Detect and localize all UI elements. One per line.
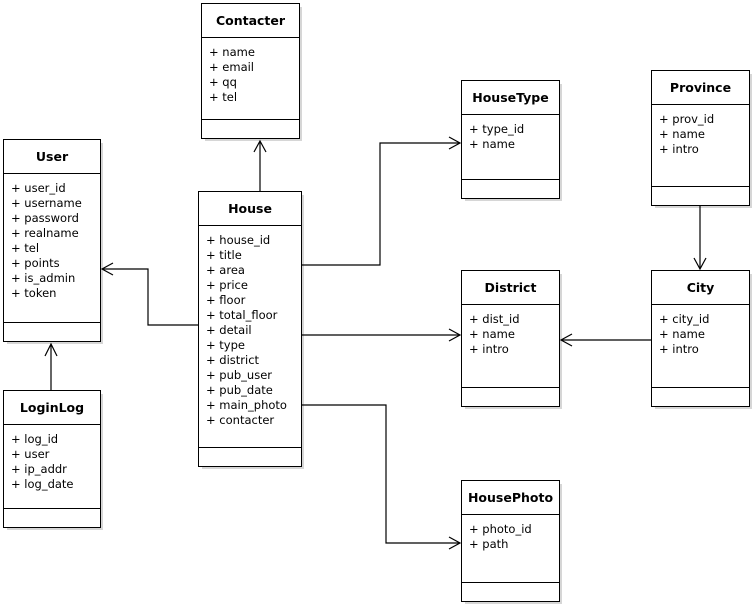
edge-house-to-user — [100, 262, 198, 326]
attribute-row: + main_photo — [206, 397, 287, 412]
attribute-row: + type — [206, 337, 245, 352]
class-name-loginlog: LoginLog — [4, 391, 100, 425]
attribute-row: + realname — [11, 225, 79, 240]
attribute-row: + tel — [209, 89, 238, 104]
class-name-contacter: Contacter — [202, 4, 299, 38]
attribute-row: + tel — [11, 240, 40, 255]
attribute-row: + user_id — [11, 180, 66, 195]
attribute-row: + email — [209, 59, 255, 74]
attribute-row: + name — [469, 326, 515, 341]
class-name-city: City — [652, 271, 749, 305]
attribute-row: + intro — [659, 141, 699, 156]
attribute-row: + name — [209, 44, 255, 59]
class-methods-province — [652, 187, 749, 205]
class-methods-user — [4, 323, 100, 341]
class-box-city[interactable]: City+ city_id+ name+ intro — [651, 270, 750, 407]
edge-province-to-city — [693, 206, 707, 271]
attribute-row: + ip_addr — [11, 461, 67, 476]
class-attributes-district: + dist_id+ name+ intro — [462, 305, 559, 388]
attribute-row: + name — [659, 326, 705, 341]
attribute-row: + name — [659, 126, 705, 141]
attribute-row: + intro — [659, 341, 699, 356]
class-name-district: District — [462, 271, 559, 305]
attribute-row: + pub_user — [206, 367, 273, 382]
class-methods-housetype — [462, 180, 559, 198]
class-box-loginlog[interactable]: LoginLog+ log_id+ user+ ip_addr+ log_dat… — [3, 390, 101, 528]
edge-house-to-housephoto — [302, 404, 462, 550]
class-box-housephoto[interactable]: HousePhoto+ photo_id+ path — [461, 480, 560, 602]
class-attributes-housetype: + type_id+ name — [462, 115, 559, 180]
attribute-row: + log_id — [11, 431, 59, 446]
class-name-house: House — [199, 192, 301, 226]
class-box-district[interactable]: District+ dist_id+ name+ intro — [461, 270, 560, 407]
attribute-row: + pub_date — [206, 382, 273, 397]
attribute-row: + intro — [469, 341, 509, 356]
class-box-province[interactable]: Province+ prov_id+ name+ intro — [651, 70, 750, 206]
attribute-row: + path — [469, 536, 509, 551]
attribute-row: + city_id — [659, 311, 710, 326]
class-box-contacter[interactable]: Contacter+ name+ email+ qq+ tel — [201, 3, 300, 139]
attribute-row: + username — [11, 195, 82, 210]
attribute-row: + name — [469, 136, 515, 151]
attribute-row: + token — [11, 285, 57, 300]
attribute-row: + points — [11, 255, 60, 270]
class-name-housetype: HouseType — [462, 81, 559, 115]
attribute-row: + floor — [206, 292, 246, 307]
attribute-row: + area — [206, 262, 245, 277]
attribute-row: + qq — [209, 74, 237, 89]
attribute-row: + house_id — [206, 232, 271, 247]
class-methods-contacter — [202, 120, 299, 138]
class-attributes-user: + user_id+ username+ password+ realname+… — [4, 174, 100, 323]
class-attributes-loginlog: + log_id+ user+ ip_addr+ log_date — [4, 425, 100, 509]
class-methods-city — [652, 388, 749, 406]
class-name-housephoto: HousePhoto — [462, 481, 559, 515]
class-methods-loginlog — [4, 509, 100, 527]
class-methods-housephoto — [462, 583, 559, 601]
attribute-row: + prov_id — [659, 111, 715, 126]
class-name-user: User — [4, 140, 100, 174]
edge-loginlog-to-user — [44, 342, 58, 390]
attribute-row: + photo_id — [469, 521, 532, 536]
class-attributes-city: + city_id+ name+ intro — [652, 305, 749, 388]
attribute-row: + user — [11, 446, 50, 461]
class-box-housetype[interactable]: HouseType+ type_id+ name — [461, 80, 560, 199]
attribute-row: + price — [206, 277, 248, 292]
attribute-row: + log_date — [11, 476, 74, 491]
attribute-row: + password — [11, 210, 79, 225]
attribute-row: + detail — [206, 322, 252, 337]
attribute-row: + district — [206, 352, 260, 367]
attribute-row: + total_floor — [206, 307, 278, 322]
class-attributes-contacter: + name+ email+ qq+ tel — [202, 38, 299, 120]
edge-city-to-district — [559, 333, 651, 347]
class-attributes-house: + house_id+ title+ area+ price+ floor+ t… — [199, 226, 301, 448]
attribute-row: + dist_id — [469, 311, 520, 326]
class-name-province: Province — [652, 71, 749, 105]
class-methods-house — [199, 448, 301, 466]
edge-house-to-contacter — [253, 139, 267, 191]
attribute-row: + title — [206, 247, 242, 262]
class-attributes-housephoto: + photo_id+ path — [462, 515, 559, 583]
class-attributes-province: + prov_id+ name+ intro — [652, 105, 749, 187]
attribute-row: + is_admin — [11, 270, 76, 285]
attribute-row: + type_id — [469, 121, 525, 136]
class-methods-district — [462, 388, 559, 406]
attribute-row: + contacter — [206, 412, 275, 427]
class-box-user[interactable]: User+ user_id+ username+ password+ realn… — [3, 139, 101, 342]
class-box-house[interactable]: House+ house_id+ title+ area+ price+ flo… — [198, 191, 302, 467]
edge-house-to-district — [302, 328, 462, 342]
edge-house-to-housetype — [302, 136, 462, 266]
